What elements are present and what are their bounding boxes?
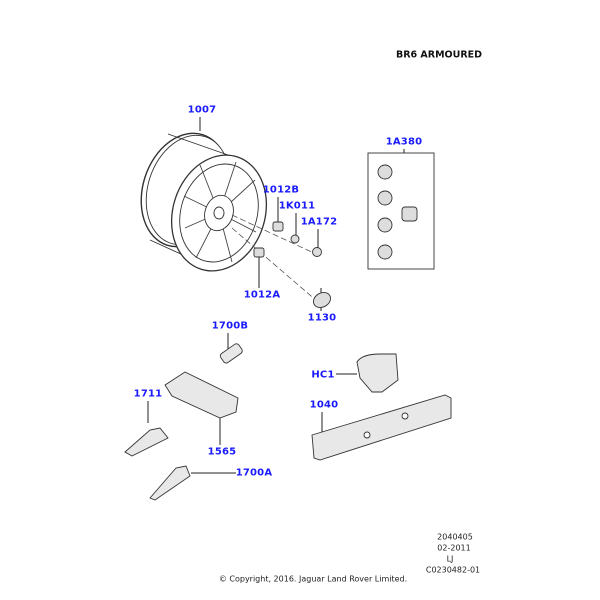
sensor-1565 xyxy=(164,371,239,419)
diagram-date: 02-2011 xyxy=(437,543,471,553)
nut-1012B xyxy=(272,221,284,232)
callout-1A172[interactable]: 1A172 xyxy=(300,216,338,228)
leader-lines xyxy=(147,117,405,474)
page-title: BR6 ARMOURED xyxy=(395,49,483,61)
diagram-code: C0230482-01 xyxy=(425,565,481,575)
reference-number: 2040405 xyxy=(437,532,473,542)
callout-1700A[interactable]: 1700A xyxy=(235,467,273,479)
author-initials: LJ xyxy=(446,554,454,564)
copyright-text: © Copyright, 2016. Jaguar Land Rover Lim… xyxy=(218,574,408,584)
part-1K011 xyxy=(290,234,300,244)
callout-1A380[interactable]: 1A380 xyxy=(385,136,423,148)
part-1A172 xyxy=(312,247,322,257)
callout-1012A[interactable]: 1012A xyxy=(243,289,281,301)
center-cap-1130 xyxy=(313,292,331,308)
callout-1012B[interactable]: 1012B xyxy=(262,184,300,196)
wheel-1007 xyxy=(140,132,268,272)
callout-HC1[interactable]: HC1 xyxy=(311,369,335,381)
callout-1K011[interactable]: 1K011 xyxy=(278,200,316,212)
callout-1130[interactable]: 1130 xyxy=(307,312,337,324)
weight-1040 xyxy=(311,394,452,461)
valve-core-1700B xyxy=(219,343,243,364)
nut-1012A xyxy=(253,247,265,258)
callout-1040[interactable]: 1040 xyxy=(309,399,339,411)
callout-1711[interactable]: 1711 xyxy=(133,388,163,400)
callout-1565[interactable]: 1565 xyxy=(207,446,237,458)
clip-HC1 xyxy=(356,353,399,393)
valve-1700A xyxy=(149,465,191,501)
valve-1711 xyxy=(124,427,169,457)
callout-1007[interactable]: 1007 xyxy=(187,104,217,116)
callout-1700B[interactable]: 1700B xyxy=(211,320,249,332)
